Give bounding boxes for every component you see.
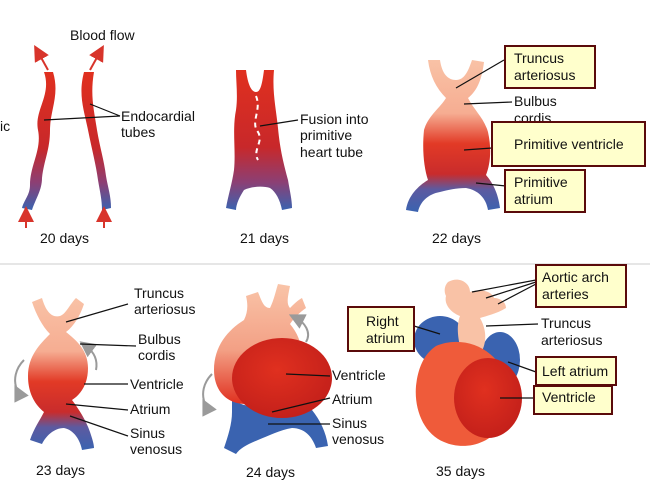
sinus-label-24-2: venosus	[332, 431, 384, 447]
bulbus-label-23-2: cordis	[138, 347, 175, 363]
ventricle-box-22: Primitive ventricle	[491, 121, 646, 167]
endocardial-label-1: Endocardial	[121, 108, 195, 124]
sinus-label-23-2: venosus	[130, 441, 182, 457]
panel-22-days: Truncus arteriosus Bulbus cordis Primiti…	[406, 45, 646, 246]
leader-line	[463, 147, 493, 151]
ventricle-label-23: Ventricle	[130, 376, 184, 392]
bulbus-label-1: Bulbus	[514, 93, 557, 109]
truncus-label-2: arteriosus	[514, 67, 575, 83]
rotation-arrow-left	[14, 359, 29, 403]
leader-line	[485, 323, 539, 327]
day-label-22: 22 days	[432, 230, 481, 246]
day-label-20: 20 days	[40, 230, 89, 246]
atrium-box-22: Primitive atrium	[504, 169, 586, 213]
right-endocardial-tube	[81, 72, 111, 210]
leader-line	[507, 361, 537, 373]
truncus-label-35-1: Truncus	[541, 315, 591, 331]
truncus-box-22: Truncus arteriosus	[504, 45, 596, 89]
ventricle-box-35: Ventricle	[533, 385, 613, 415]
aortic-arch-box: Aortic arch arteries	[535, 264, 627, 308]
leader-line	[413, 325, 441, 335]
left-endocardial-tube	[22, 72, 56, 210]
aortic-label-2: arteries	[542, 286, 589, 302]
sinus-label-24-1: Sinus	[332, 415, 367, 431]
rotation-arrow-right	[79, 341, 98, 371]
leader-line	[463, 101, 513, 105]
ventricle-label-35: Ventricle	[542, 389, 596, 405]
fusion-label-2: primitive	[300, 127, 352, 143]
heart-tube-22	[406, 60, 500, 212]
cut-off-label: ic	[0, 118, 10, 134]
fusion-seam	[254, 95, 261, 161]
leader-line	[455, 59, 505, 89]
leader-line	[497, 283, 537, 305]
panel-21-days: Fusion into primitive heart tube 21 days	[226, 70, 369, 246]
leader-line	[89, 103, 121, 117]
ventricle-24	[232, 338, 332, 418]
left-atrium-box: Left atrium	[535, 356, 617, 386]
day-label-21: 21 days	[240, 230, 289, 246]
ventricle-label-24: Ventricle	[332, 367, 386, 383]
aortic-arch-arteries	[444, 279, 506, 354]
day-label-24: 24 days	[246, 464, 295, 480]
leader-line	[43, 115, 121, 121]
right-atrium-label-1: Right	[366, 313, 399, 329]
bulbus-label-23-1: Bulbus	[138, 331, 181, 347]
blood-flow-arrow-left	[34, 45, 49, 71]
fusion-label-1: Fusion into	[300, 111, 369, 127]
endocardial-label-2: tubes	[121, 124, 155, 140]
atrium-label-23: Atrium	[130, 401, 170, 417]
truncus-label-23-1: Truncus	[134, 285, 184, 301]
ventricle-shape-35	[454, 358, 522, 438]
right-atrium-box: Right atrium	[347, 306, 415, 352]
day-label-35: 35 days	[436, 463, 485, 479]
panel-20-days: Blood flow ic Endocardial tubes 20 days	[0, 27, 195, 246]
right-atrium-label-2: atrium	[366, 330, 405, 346]
heart-tube-23	[28, 298, 94, 450]
panel-35-days: Aortic arch arteries Right atrium Truncu…	[347, 264, 627, 479]
leader-line	[65, 303, 129, 323]
primitive-atrium-label-1: Primitive	[514, 174, 568, 190]
leader-line	[271, 397, 331, 413]
leader-line	[471, 279, 537, 293]
leader-line	[485, 281, 537, 299]
sinus-label-23-1: Sinus	[130, 425, 165, 441]
truncus-label-23-2: arteriosus	[134, 301, 195, 317]
rotation-arrow-right	[288, 314, 310, 343]
leader-line	[65, 403, 129, 411]
blood-flow-label: Blood flow	[70, 27, 135, 43]
truncus-label-1: Truncus	[514, 50, 564, 66]
panel-24-days: Ventricle Atrium Sinus venosus 24 days	[202, 284, 386, 480]
primitive-ventricle-label: Primitive ventricle	[514, 136, 624, 152]
aortic-label-1: Aortic arch	[542, 269, 609, 285]
leader-line	[69, 415, 129, 437]
panel-23-days: Truncus arteriosus Bulbus cordis Ventric…	[14, 285, 195, 478]
leader-line	[285, 373, 331, 377]
leader-line	[475, 182, 507, 187]
atrium-label-24: Atrium	[332, 391, 372, 407]
leader-line	[259, 119, 299, 127]
rotation-arrow-left	[202, 373, 217, 417]
fusion-label-3: heart tube	[300, 144, 363, 160]
truncus-label-35-2: arteriosus	[541, 332, 602, 348]
left-atrium-label: Left atrium	[542, 363, 608, 379]
day-label-23: 23 days	[36, 462, 85, 478]
primitive-atrium-label-2: atrium	[514, 191, 553, 207]
leader-line	[79, 343, 137, 347]
blood-flow-arrow-right	[89, 45, 104, 71]
